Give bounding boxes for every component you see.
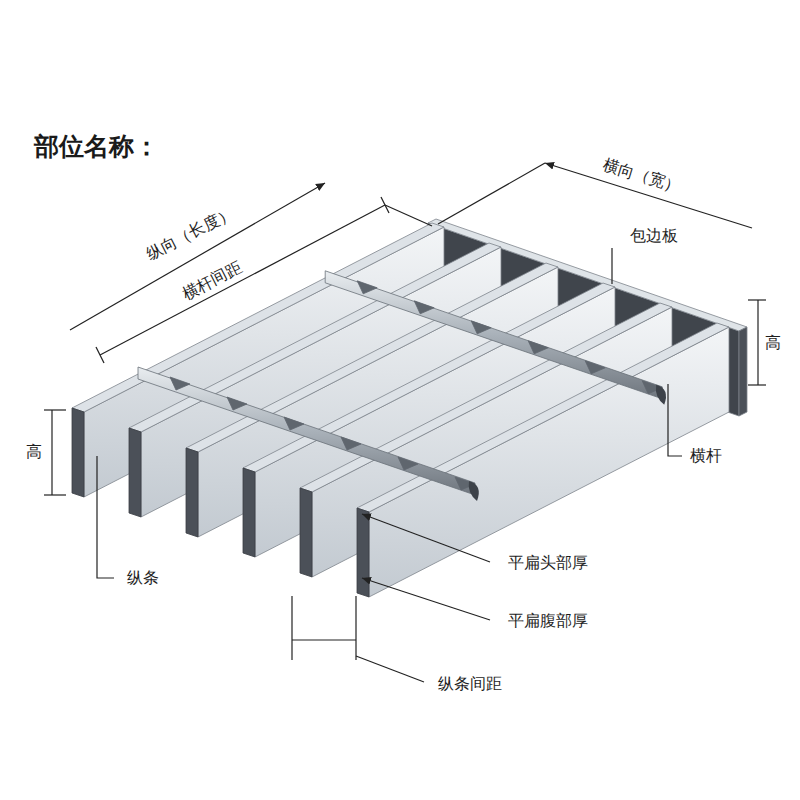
twist-mark — [471, 321, 491, 334]
bearing-bar-end — [72, 408, 84, 497]
extension-line — [291, 596, 292, 660]
leader-line — [362, 514, 490, 562]
twist-mark — [341, 437, 361, 450]
twist-mark — [414, 301, 434, 314]
twisted-crossbar — [325, 271, 662, 399]
bearing-bar-end — [300, 488, 312, 577]
crossbar-end-curl — [656, 385, 666, 405]
tick — [748, 384, 766, 385]
leader-line — [668, 384, 682, 456]
twist-mark — [357, 281, 377, 294]
part-label: 纵向（长度） — [141, 203, 239, 265]
grating-body — [72, 219, 747, 597]
part-label: 横杆 — [688, 446, 724, 465]
twist-mark — [585, 361, 605, 374]
spacing-dimension — [292, 639, 356, 640]
part-label: 平扁腹部厚 — [506, 611, 590, 630]
dimension-lines — [44, 163, 766, 682]
part-label: 纵条 — [125, 568, 161, 587]
twist-mark — [170, 377, 190, 390]
bearing-bar-end — [357, 508, 369, 597]
tick — [44, 409, 66, 410]
twist-mark — [398, 457, 418, 470]
leader-line — [97, 456, 114, 578]
twisted-crossbar — [138, 367, 475, 495]
part-label: 横向（宽） — [599, 155, 685, 198]
edge-plate-end — [739, 327, 747, 416]
tick — [44, 494, 66, 495]
bearing-bar-end — [243, 468, 255, 557]
leader-line — [611, 248, 612, 284]
extension-line — [355, 596, 356, 660]
part-label: 横杆间距 — [177, 257, 246, 305]
part-label: 高 — [24, 442, 44, 461]
extension-line — [438, 163, 545, 224]
tick — [748, 299, 766, 300]
diagram-title: 部位名称： — [34, 130, 159, 163]
part-label: 纵条间距 — [436, 674, 504, 693]
height-dimension — [51, 410, 52, 495]
crossbar-pitch-dimension — [100, 205, 385, 355]
height-dimension — [757, 300, 758, 385]
twist-mark — [528, 341, 548, 354]
bearing-bar-end — [129, 428, 141, 517]
tick — [96, 347, 104, 363]
extension-line — [385, 205, 432, 226]
crossbar-end-curl — [469, 481, 479, 501]
bearing-bar-end — [186, 448, 198, 537]
part-label: 高 — [763, 333, 783, 352]
twist-mark — [227, 397, 247, 410]
part-label: 平扁头部厚 — [506, 553, 590, 572]
twist-mark — [284, 417, 304, 430]
bearing-bar-side — [369, 327, 729, 597]
leader-line — [362, 578, 490, 620]
leader-line — [356, 656, 424, 682]
part-label: 包边板 — [628, 226, 680, 245]
